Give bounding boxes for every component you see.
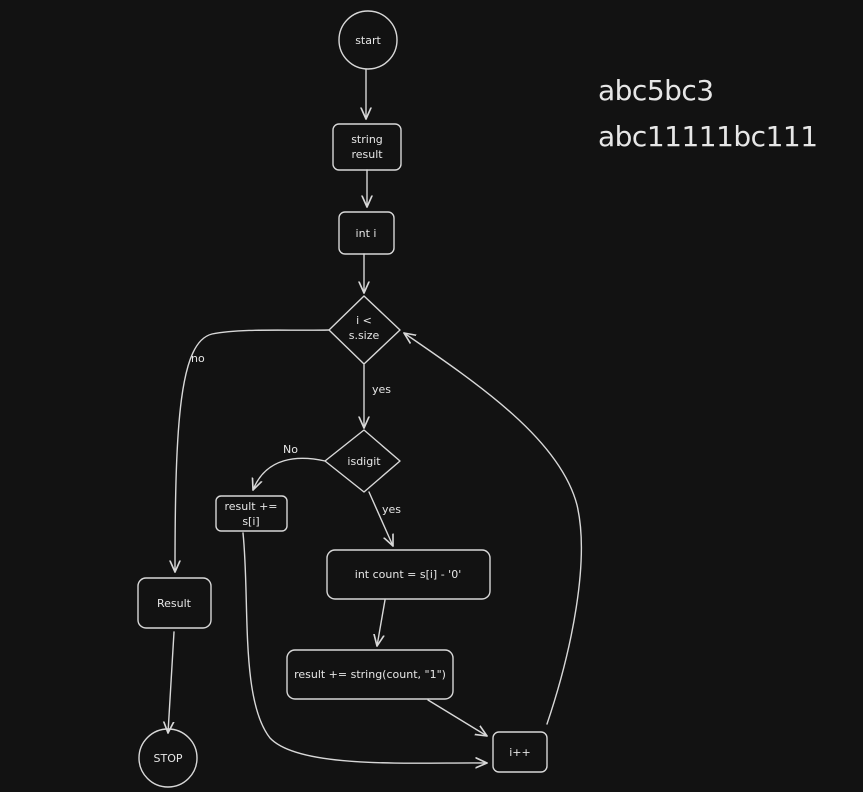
edge-append-char-to-increment bbox=[242, 532, 487, 763]
isdigit-node bbox=[324, 429, 401, 493]
isdigit-no-label: No bbox=[283, 443, 298, 456]
start-label: start bbox=[355, 34, 381, 47]
string-result-label-line1: string bbox=[351, 133, 383, 146]
edge-isdigit-yes bbox=[368, 491, 393, 546]
note-line-2: abc11111bc111 bbox=[598, 120, 818, 153]
append-char-node bbox=[215, 495, 288, 532]
start-node bbox=[338, 10, 398, 70]
int-count-label: int count = s[i] - '0' bbox=[355, 568, 461, 581]
condition-label-line1: i < bbox=[356, 314, 372, 327]
note-line-1: abc5bc3 bbox=[598, 74, 714, 107]
append-char-label-line2: s[i] bbox=[242, 515, 259, 528]
condition-yes-label: yes bbox=[372, 383, 391, 396]
edge-isdigit-no bbox=[253, 457, 326, 490]
append-char-label-line1: result += bbox=[224, 500, 277, 513]
int-i-label: int i bbox=[356, 227, 377, 240]
increment-node bbox=[492, 731, 548, 773]
stop-node bbox=[138, 728, 198, 788]
append-ones-node bbox=[286, 649, 454, 700]
string-result-label-line2: result bbox=[351, 148, 383, 161]
append-ones-label: result += string(count, "1") bbox=[294, 668, 446, 681]
edge-condition-no bbox=[175, 329, 330, 572]
condition-label-line2: s.size bbox=[349, 329, 380, 342]
isdigit-yes-label: yes bbox=[382, 503, 401, 516]
edge-increment-to-condition bbox=[404, 333, 583, 725]
string-result-node bbox=[332, 123, 402, 171]
result-node bbox=[137, 577, 212, 629]
increment-label: i++ bbox=[509, 746, 531, 759]
int-i-node bbox=[338, 211, 395, 255]
edge-result-to-stop bbox=[168, 631, 175, 733]
edge-append-ones-to-increment bbox=[427, 699, 487, 736]
isdigit-label: isdigit bbox=[347, 455, 381, 468]
condition-no-label: no bbox=[191, 352, 205, 365]
int-count-node bbox=[326, 549, 491, 600]
edge-int-count-to-append-ones bbox=[377, 599, 386, 646]
result-label: Result bbox=[157, 597, 192, 610]
condition-node bbox=[328, 295, 401, 365]
stop-label: STOP bbox=[154, 752, 183, 765]
